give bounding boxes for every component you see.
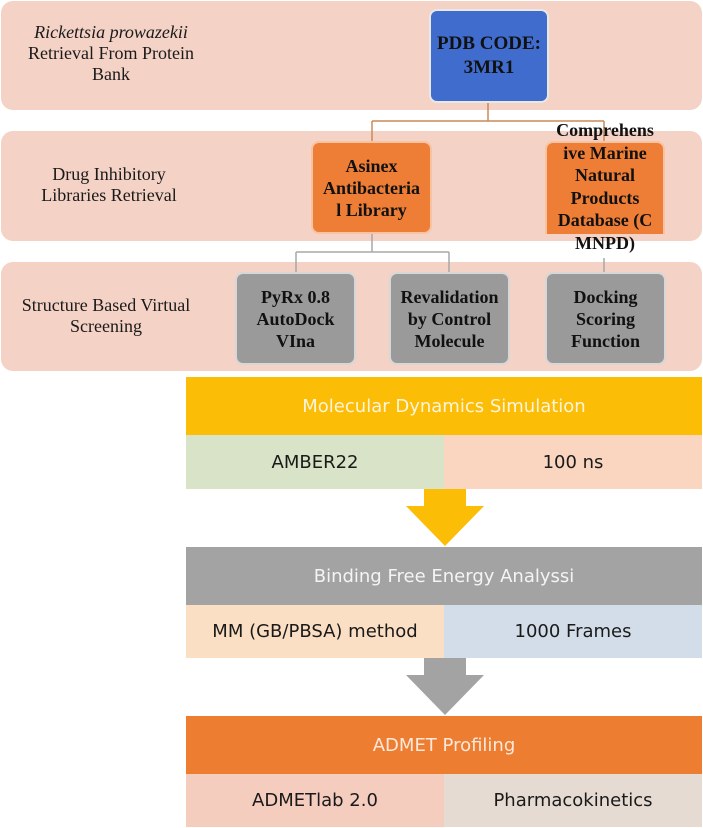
organism-name: Rickettsia prowazekii xyxy=(34,22,188,42)
pyrx-box: PyRx 0.8 AutoDock VIna xyxy=(235,272,356,365)
pdb-code-value: 3MR1 xyxy=(463,57,515,78)
bfe-down-arrow xyxy=(406,658,484,715)
asinex-library-box: Asinex Antibacteria l Library xyxy=(311,141,432,234)
pyrx-line2: AutoDock xyxy=(256,308,335,329)
dock-line2: Scoring xyxy=(575,308,635,329)
connector-lines xyxy=(295,103,605,272)
dock-line3: Function xyxy=(570,330,640,351)
row2-label-line1: Drug Inhibitory xyxy=(52,164,166,184)
row2-label-line2: Libraries Retrieval xyxy=(41,185,177,205)
reval-line1: Revalidation xyxy=(400,286,499,307)
admet-right-cell: Pharmacokinetics xyxy=(444,774,702,827)
row1-label-line2: Bank xyxy=(92,64,130,84)
pyrx-line1: PyRx 0.8 xyxy=(261,286,330,307)
dock-line1: Docking xyxy=(573,286,638,307)
docking-scoring-box: Docking Scoring Function xyxy=(545,272,666,365)
asinex-line1: Asinex xyxy=(345,155,398,176)
bfe-left-cell: MM (GB/PBSA) method xyxy=(186,605,444,658)
cmnpd-line4: Products xyxy=(570,187,640,208)
asinex-line3: l Library xyxy=(336,199,407,220)
asinex-line2: Antibacteria xyxy=(323,177,420,198)
cmnpd-line1: Comprehens xyxy=(556,120,654,140)
cmnpd-line6: MNPD) xyxy=(575,232,635,253)
cmnpd-line5: Database (C xyxy=(557,210,653,230)
row1-label: Rickettsia prowazekii Retrieval From Pro… xyxy=(6,22,216,85)
pdb-code-label: PDB CODE: xyxy=(437,33,541,54)
row3-label-line2: Screening xyxy=(70,316,142,336)
row3-label-line1: Structure Based Virtual xyxy=(21,295,191,315)
pyrx-line3: VIna xyxy=(275,330,315,351)
bfe-header: Binding Free Energy Analyssi xyxy=(186,547,702,605)
reval-line2: by Control xyxy=(407,308,492,329)
row2-label: Drug Inhibitory Libraries Retrieval xyxy=(14,164,204,206)
md-left-cell: AMBER22 xyxy=(186,435,444,489)
admet-header: ADMET Profiling xyxy=(186,716,702,774)
row1-label-line1: Retrieval From Protein xyxy=(28,43,194,63)
pdb-code-box: PDB CODE: 3MR1 xyxy=(429,9,549,103)
md-down-arrow xyxy=(406,489,484,546)
revalidation-box: Revalidation by Control Molecule xyxy=(389,272,510,365)
cmnpd-line3: Natural xyxy=(575,165,635,185)
cmnpd-line2: ive Marine xyxy=(563,142,647,163)
reval-line3: Molecule xyxy=(414,330,485,351)
admet-left-cell: ADMETlab 2.0 xyxy=(186,774,444,827)
bfe-right-cell: 1000 Frames xyxy=(444,605,702,658)
cmnpd-box xyxy=(545,141,665,234)
row3-label: Structure Based Virtual Screening xyxy=(6,295,206,337)
row1-band xyxy=(1,1,702,110)
md-header: Molecular Dynamics Simulation xyxy=(186,377,702,435)
cmnpd-text: Comprehens ive Marine Natural Products D… xyxy=(540,119,670,254)
md-right-cell: 100 ns xyxy=(444,435,702,489)
